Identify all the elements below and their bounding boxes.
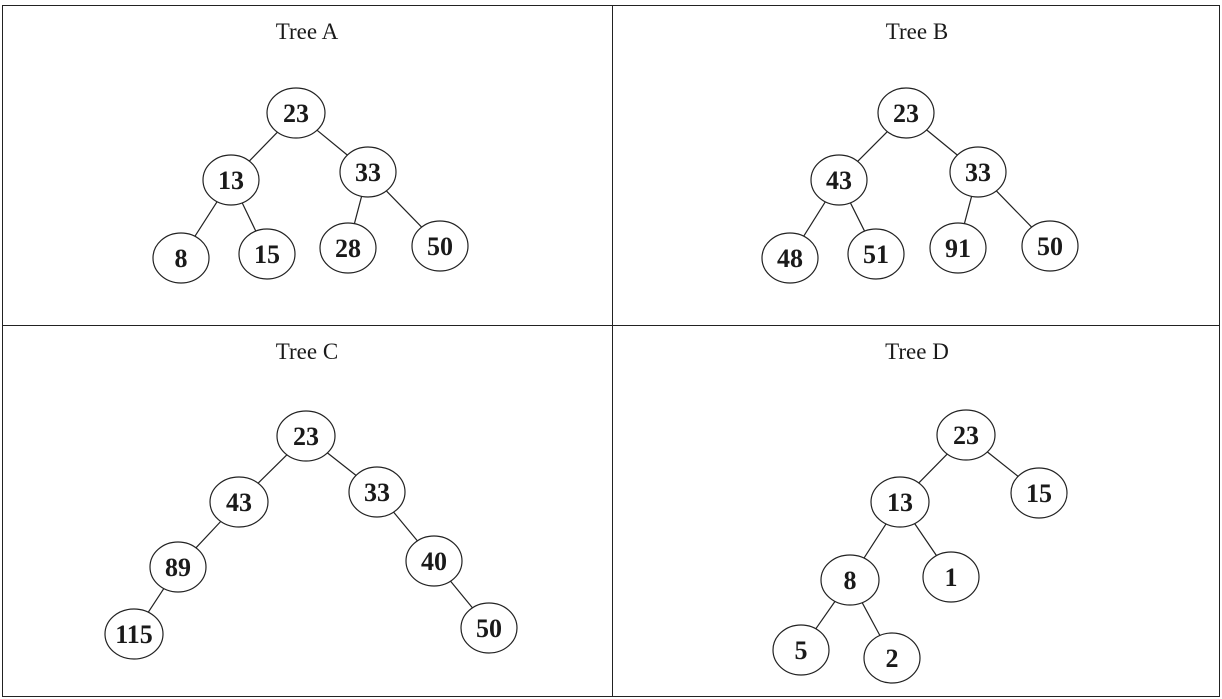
tree-edge: [863, 523, 887, 559]
tree-a: 23 13 33 8 15 28 50: [152, 87, 469, 284]
tree-edge: [861, 602, 881, 636]
tree-edge: [385, 190, 423, 228]
tree-node-circle: [104, 608, 164, 660]
tree-edge: [918, 453, 948, 484]
tree-node-circle: [348, 466, 406, 518]
tree-node-label: 50: [427, 232, 453, 261]
tree-node-label: 33: [364, 478, 390, 507]
tree-node-circle: [847, 228, 905, 280]
tree-edge: [393, 511, 418, 542]
tree-edge: [926, 129, 958, 156]
tree-node-circle: [772, 624, 830, 676]
tree-table: [2, 5, 1220, 697]
panel-title-tree-d: Tree D: [885, 339, 949, 364]
tree-node-circle: [761, 232, 819, 284]
tree-node-label: 51: [863, 240, 889, 269]
tree-edge: [147, 588, 165, 613]
tree-node-circle: [922, 551, 980, 603]
tree-edge: [353, 196, 363, 224]
tree-node-label: 13: [218, 166, 244, 195]
tree-node-circle: [152, 232, 210, 284]
tree-node-label: 1: [945, 563, 958, 592]
tree-node-circle: [870, 476, 930, 528]
panel-title-tree-c: Tree C: [275, 339, 339, 364]
tree-edge: [914, 523, 937, 556]
tree-edge: [849, 202, 866, 232]
table-row-divider: [2, 325, 1220, 326]
tree-node-circle: [863, 632, 921, 684]
tree-node-circle: [276, 410, 336, 462]
tree-edge: [241, 202, 257, 232]
tree-node-label: 28: [335, 234, 361, 263]
tree-edge: [195, 520, 222, 549]
tree-node-circle: [411, 220, 469, 272]
tree-edge: [450, 580, 473, 609]
tree-edge: [963, 196, 973, 224]
tree-node-label: 50: [1037, 232, 1063, 261]
tree-edge: [815, 601, 836, 630]
tree-edge: [803, 201, 826, 237]
tree-node-label: 13: [887, 488, 913, 517]
tree-edge: [327, 452, 357, 476]
tree-node-circle: [1021, 220, 1079, 272]
tree-node-circle: [339, 146, 397, 198]
tree-node-label: 23: [293, 422, 319, 451]
table-column-divider: [612, 5, 613, 697]
tree-node-circle: [209, 476, 269, 528]
tree-node-label: 15: [254, 240, 280, 269]
panel-title-tree-b: Tree B: [885, 19, 949, 44]
tree-edge: [194, 201, 218, 237]
tree-node-label: 23: [893, 99, 919, 128]
tree-node-circle: [810, 154, 868, 206]
tree-edge: [316, 129, 348, 156]
tree-node-circle: [460, 602, 518, 654]
tree-node-label: 2: [886, 644, 899, 673]
tree-node-label: 33: [965, 158, 991, 187]
tree-node-circle: [820, 554, 880, 606]
tree-node-circle: [149, 541, 207, 593]
tree-edge: [995, 190, 1033, 228]
tree-node-label: 8: [844, 566, 857, 595]
tree-node-circle: [1010, 467, 1068, 519]
tree-node-label: 115: [115, 620, 153, 649]
tree-node-label: 91: [945, 234, 971, 263]
tree-node-circle: [238, 228, 296, 280]
tree-edge: [857, 131, 888, 162]
tree-node-label: 43: [826, 166, 852, 195]
tree-edge: [248, 131, 278, 162]
panel-title-tree-a: Tree A: [275, 19, 339, 44]
tree-node-label: 8: [175, 244, 188, 273]
tree-edge: [257, 454, 288, 484]
tree-node-label: 23: [953, 421, 979, 450]
tree-node-label: 48: [777, 244, 803, 273]
tree-node-circle: [405, 535, 463, 587]
tree-node-label: 5: [795, 636, 808, 665]
tree-node-circle: [266, 87, 326, 139]
tree-c: 23 43 33 89 40 115 50: [104, 410, 518, 660]
tree-b: 23 43 33 48 51 91 50: [761, 87, 1079, 284]
tree-node-label: 43: [226, 488, 252, 517]
tree-node-label: 40: [421, 547, 447, 576]
tree-node-label: 89: [165, 553, 191, 582]
tree-node-circle: [202, 154, 260, 206]
tree-node-label: 50: [476, 614, 502, 643]
tree-node-circle: [319, 222, 377, 274]
tree-node-label: 33: [355, 158, 381, 187]
tree-node-label: 23: [283, 99, 309, 128]
tree-node-circle: [936, 409, 996, 461]
tree-node-circle: [877, 87, 935, 139]
tree-node-label: 15: [1026, 479, 1052, 508]
tree-node-circle: [949, 146, 1007, 198]
tree-node-circle: [929, 222, 987, 274]
tree-edge: [986, 451, 1019, 477]
